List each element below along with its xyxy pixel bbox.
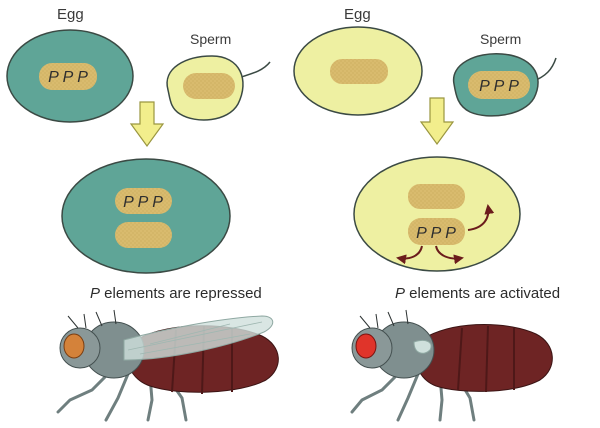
transposition-arrow-left	[396, 245, 423, 265]
left-sperm-nucleus	[183, 73, 235, 99]
left-sperm-label: Sperm	[190, 31, 232, 47]
left-zygote-nucleus-top	[115, 188, 172, 214]
left-caption: P elements are repressed	[90, 285, 262, 302]
left-zygote-nucleus-top-label: P P P	[123, 194, 163, 211]
right-zygote-nucleus-bottom	[408, 218, 465, 245]
right-caption-p: P	[395, 285, 406, 302]
left-fly	[56, 309, 279, 422]
left-down-arrow	[129, 101, 165, 148]
left-egg-label: Egg	[57, 6, 84, 23]
left-fly-wing	[123, 315, 274, 361]
right-sperm-nucleus	[468, 71, 530, 99]
right-zygote	[353, 156, 521, 272]
right-down-arrow	[419, 97, 455, 146]
left-caption-p: P	[90, 285, 101, 302]
right-fly	[350, 309, 553, 422]
right-zygote-nucleus-bottom-label: P P P	[416, 225, 456, 242]
transposition-arrow-up	[467, 204, 495, 231]
left-panel: P P P P P P	[6, 29, 279, 422]
right-egg-label: Egg	[344, 6, 371, 23]
left-caption-text: elements are repressed	[100, 285, 262, 302]
transposition-arrow-right	[435, 245, 464, 265]
left-fly-eye	[63, 333, 85, 359]
left-sperm	[166, 55, 271, 121]
right-zygote-nucleus-top	[408, 184, 465, 209]
left-zygote-nucleus-bottom	[115, 222, 172, 248]
right-fly-wing-stub	[413, 339, 432, 354]
right-fly-eye	[355, 333, 377, 359]
left-zygote	[61, 158, 231, 274]
left-egg-nucleus	[39, 63, 97, 90]
right-sperm-label: Sperm	[480, 31, 522, 47]
right-panel: P P P P P P	[293, 26, 557, 422]
right-sperm-nucleus-label: P P P	[479, 78, 519, 95]
right-caption: P elements are activated	[395, 285, 560, 302]
left-egg-nucleus-label: P P P	[48, 69, 88, 86]
right-egg-nucleus	[330, 59, 388, 84]
right-sperm: P P P	[452, 53, 557, 117]
right-caption-text: elements are activated	[405, 285, 561, 302]
